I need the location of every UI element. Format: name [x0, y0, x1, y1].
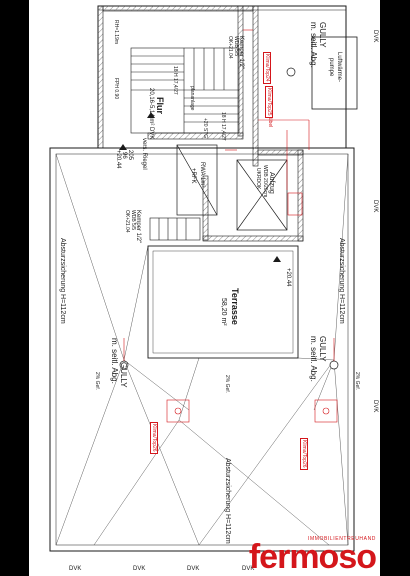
dimension-205: 205: [127, 150, 133, 161]
staircase: [130, 47, 240, 134]
brand-tagline: IMMOBILIENTREUHAND: [307, 536, 376, 542]
top-code-2: FPH 0.90: [113, 78, 119, 100]
dvk-mark-3: DVK: [187, 566, 200, 572]
stairs-label-2: 18 H 17,4/27: [172, 66, 178, 95]
rwa-label: RWA 1m²: [199, 162, 205, 188]
brand-logo: IMMOBILIENTREUHAND fermoso: [248, 536, 377, 576]
gradient-label-2: 2% Gef.: [224, 375, 230, 394]
red-annotations: [123, 29, 338, 423]
dvk-mark-2: DVK: [133, 566, 146, 572]
gully-right-label: GULLY: [318, 336, 327, 362]
terrace: [147, 245, 299, 359]
rwa-sub: +RFK: [190, 168, 196, 184]
floor-plan-sheet: Flur 20,16-5,14 m² DVK Terrasse 58,20 m²…: [29, 0, 380, 576]
floor-plan-drawing: [49, 5, 358, 552]
level-markers: [119, 112, 281, 262]
climate-tag-top26-right: Klima/Top26: [300, 438, 308, 470]
kemper-mid-spec: WDB 5/5: [130, 210, 136, 231]
elevator-shaft: [236, 159, 288, 231]
kemper-top-height: OK+21.04: [227, 36, 233, 59]
heat-pump-box: [311, 36, 358, 110]
room-terrasse-area: 58,20 m²: [220, 298, 227, 326]
dvk-mark-4: DVK: [242, 566, 255, 572]
top-code-1: RH=1.19m: [113, 20, 119, 45]
gully-left-sub: m. seitl. Abg.: [110, 338, 119, 384]
gully-top-label: GULLY: [318, 22, 327, 48]
room-terrasse-name: Terrasse: [230, 288, 240, 325]
dvk-mark-1: DVK: [69, 566, 82, 572]
stairs-label-1: 18 H 17,4/27: [220, 112, 226, 141]
gully-left-label: GULLY: [119, 362, 128, 388]
climate-tag-top26-left: Klima/Top26: [150, 422, 158, 454]
lower-stair: [149, 217, 201, 241]
railing-left-label: Absturzsicherung H=112cm: [59, 238, 66, 324]
room-aufzug-name: Aufzug: [268, 172, 275, 194]
gully-top-sub: m. seitl. Abg.: [309, 22, 318, 68]
room-flur-name: Flur: [155, 97, 165, 114]
climate-tag-top25: Klima/Top25: [265, 86, 273, 118]
aufzug-spec: WDB 20/20cm: [262, 165, 268, 198]
aufzug-spec-2: UKRDOK: [255, 168, 261, 190]
kemper-top-spec: WDB 5/5: [233, 36, 239, 57]
kemper-mid-height: OK+21.04: [124, 210, 130, 233]
dvk-mark-7: DVK: [372, 400, 378, 413]
dvk-mark-5: DVK: [372, 30, 378, 43]
hatched-walls: [97, 5, 304, 242]
rwa-skylight: [176, 144, 218, 216]
room-flur-area: 20,16-5,14 m² DVK: [148, 88, 154, 140]
brand-name: fermoso: [248, 538, 377, 576]
riegel-label: vers. Riegel: [141, 138, 147, 170]
railing-right-label: Absturzsicherung H=112cm: [338, 238, 345, 324]
gradient-label-1: 2% Gef.: [94, 372, 100, 391]
building-outline: [49, 5, 355, 552]
gully-symbols: [119, 67, 339, 370]
height-label-2: +20.44: [285, 268, 291, 287]
heat-pump-label-2: pumpe: [328, 58, 334, 77]
dvk-mark-6: DVK: [372, 200, 378, 213]
stairs-label-3: +20 STG: [202, 118, 208, 139]
gradient-label-3: 2% Gef.: [354, 372, 360, 391]
climate-tag-top24: Klima/Top24: [263, 52, 271, 84]
gully-right-sub: m. seitl. Abg.: [309, 336, 318, 382]
stairs-label-4: plananlage: [189, 86, 195, 111]
heat-pump-label: Luftwärme-: [336, 52, 342, 83]
railing-bottom-label: Absturzsicherung H=112cm: [224, 458, 231, 544]
drainage-lines: [55, 153, 349, 546]
